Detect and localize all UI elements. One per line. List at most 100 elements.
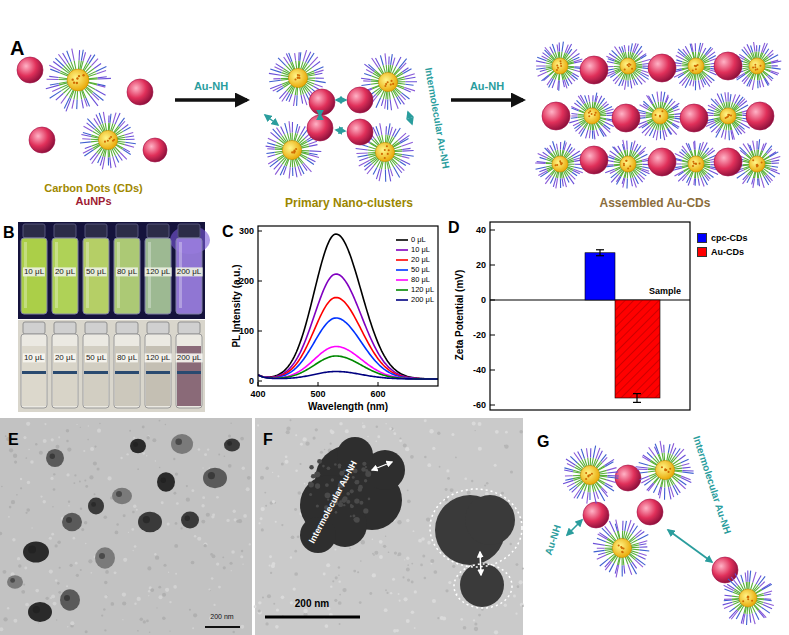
tem-noise [207,448,209,450]
ligand-inner [728,102,730,109]
ligand-outer [545,148,550,154]
ligand-inner [697,171,698,178]
ligand-outer [564,142,566,150]
tick-mark [258,382,259,386]
ligand-inner [275,152,283,154]
ligand-inner [743,164,750,166]
ligand-inner [371,83,379,84]
ligand-outer [49,76,58,77]
tem-noise [134,602,136,604]
ligand-outer [767,76,772,81]
ligand-outer [550,145,553,151]
tem-noise [165,424,166,425]
ligand-outer [611,173,617,178]
ligand-outer [560,178,561,188]
tem-noise [429,429,433,433]
tem-noise [359,601,362,604]
interaction-arrow [265,115,278,125]
ligand-outer [769,173,775,178]
ligand-outer [125,139,134,140]
ligand-outer [87,123,95,129]
ligand-outer [632,141,635,150]
tem-noise [272,500,275,503]
ligand-inner [567,160,574,162]
ligand-outer [604,104,609,108]
ligand-outer [281,127,285,135]
ligand-outer [541,75,548,81]
panel-c [258,226,438,386]
ligand-inner [588,123,590,130]
ligand-outer [67,51,71,62]
tem-noise [21,590,25,594]
ligand-inner [662,123,664,130]
tem-noise [206,513,210,517]
ligand-inner [614,164,621,165]
tem-noise [339,422,342,425]
ligand-inner [84,64,89,72]
core-dot [591,113,593,115]
ligand-outer [83,52,85,61]
panel-b [18,222,210,412]
ligand-inner [699,73,701,80]
ligand-outer [562,42,563,52]
ligand-outer [657,92,658,102]
tem-noise [154,553,156,555]
tem-noise [90,572,92,574]
ligand-inner [634,58,640,62]
ligand-outer [558,80,560,90]
tem-noise [302,437,306,441]
core-dot [559,160,561,162]
ligand-inner [368,149,376,151]
ligand-outer [730,94,731,101]
tem-noise [233,510,236,513]
core-dot [756,165,758,167]
ligand-outer [98,156,101,163]
tem-noise [9,448,13,452]
ligand-inner [287,133,289,141]
ligand-inner [635,62,642,64]
ligand-inner [682,65,689,66]
tem-noise [147,566,151,570]
ligand-outer [693,142,695,150]
ligand-inner [695,150,696,157]
ligand-inner [290,133,292,141]
ligand-outer [699,143,700,150]
core-dot [294,151,296,153]
tem-noise [20,487,22,489]
plot-frame [490,222,690,410]
ligand-outer [388,123,390,134]
gold-nanoparticle [746,102,774,130]
tem-noise [167,522,170,525]
ligand-inner [703,66,710,67]
ligand-inner [584,104,588,110]
vial-cap [85,224,107,238]
tem-particle [88,497,104,514]
tem-noise [136,509,138,511]
core-dot [754,64,756,66]
error-bar [599,250,600,256]
ligand-inner [567,62,574,64]
tem-noise [240,555,243,558]
ligand-inner [559,73,560,80]
ligand-outer [640,105,648,109]
ligand-outer [268,138,276,142]
tem-noise [1,486,3,488]
vial-glass [145,334,171,408]
tem-noise [445,589,448,592]
ligand-outer [674,109,680,111]
core-dot [381,153,383,155]
tem-noise [26,422,30,426]
ligand-outer [757,141,758,150]
ligand-outer [607,164,614,165]
ligand-outer [757,178,758,185]
ligand-inner [703,59,709,62]
ligand-outer [623,140,625,150]
ligand-outer [83,148,93,153]
tem-noise [265,622,268,625]
core-dot [78,75,80,77]
tem-particle [7,575,23,589]
tick-mark [318,382,319,386]
tem-noise [57,540,61,544]
core-dot [659,115,661,117]
